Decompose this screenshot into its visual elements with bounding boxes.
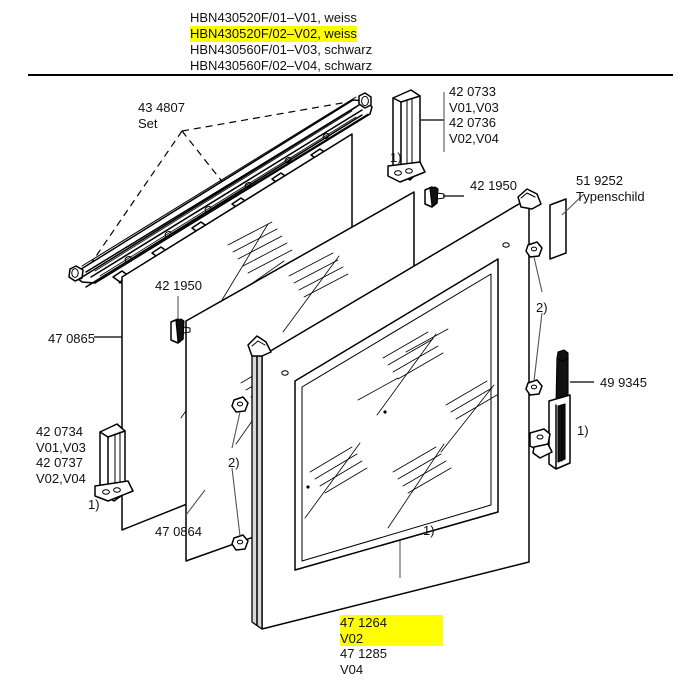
model-list: HBN430520F/01–V01, weiss HBN430520F/02–V… [190,10,510,74]
clip-42-1950-mid [170,296,191,344]
callout-47-0865-line0: 47 0865 [48,331,95,346]
rail-assembly-43-4807 [68,92,373,288]
callout-47-1264-line0: 47 1264 [340,615,443,631]
callout-47-0864: 47 0864 [155,524,202,540]
callout-43-4807-line0: 43 4807 [138,100,185,115]
footnote-marker-1-b: 1) [88,497,100,512]
callout-42-0733-line2: 42 0736 [449,115,496,130]
model-line-2: HBN430560F/01–V03, schwarz [190,42,373,57]
callout-42-1950-mid: 42 1950 [155,278,202,294]
callout-42-1950-top: 42 1950 [470,178,517,194]
footnote-marker-2-b: 2) [228,455,240,470]
footnote-marker-2-a: 2) [536,300,548,315]
callout-42-0734-line1: V01,V03 [36,439,86,455]
callout-49-9345-line0: 49 9345 [600,375,647,390]
callout-47-1264-line1: V02 [340,630,444,646]
callout-42-0733-line1: V01,V03 [449,99,499,115]
callout-42-0734-line3: V02,V04 [36,470,86,486]
callout-42-1950-top-line0: 42 1950 [470,178,517,193]
model-line-1: HBN430520F/02–V02, weiss [190,26,357,42]
clip-42-1950-top [424,186,464,208]
leader-47-0864 [185,489,206,516]
callout-43-4807-line1: Set [138,115,158,131]
callout-49-9345: 49 9345 [600,375,647,391]
hinge-bracket-bottom-42-0734 [94,423,134,502]
clip-pair-right-2 [525,241,543,396]
door-front-glass-47-1264 [247,188,542,630]
callout-42-0734-line2: 42 0737 [36,455,83,470]
callout-51-9252-line0: 51 9252 [576,173,623,188]
callout-42-1950-mid-line0: 42 1950 [155,278,202,293]
callout-42-0733-line0: 42 0733 [449,84,496,99]
clip-pair-left-2 [231,396,249,551]
rating-plate-51-9252 [549,193,585,260]
callout-47-1285-line1: V04 [340,661,364,677]
footnote-marker-1-a: 1) [390,150,402,165]
callout-47-0865: 47 0865 [48,331,95,347]
footnote-marker-1-c: 1) [577,423,589,438]
model-line-0: HBN430520F/01–V01, weiss [190,10,357,25]
door-latch-49-9345 [529,349,594,470]
callout-42-0734-line0: 42 0734 [36,424,83,439]
hinge-bracket-top-42-0733 [387,89,426,183]
callout-42-0733-line3: V02,V04 [449,130,499,146]
model-line-3: HBN430560F/02–V04, schwarz [190,58,373,73]
header-divider-rule [28,74,673,76]
callout-47-0864-line0: 47 0864 [155,524,202,539]
footnote-marker-1-d: 1) [423,523,435,538]
callout-51-9252-line1: Typenschild [576,188,645,204]
callout-47-1285-line0: 47 1285 [340,646,387,661]
